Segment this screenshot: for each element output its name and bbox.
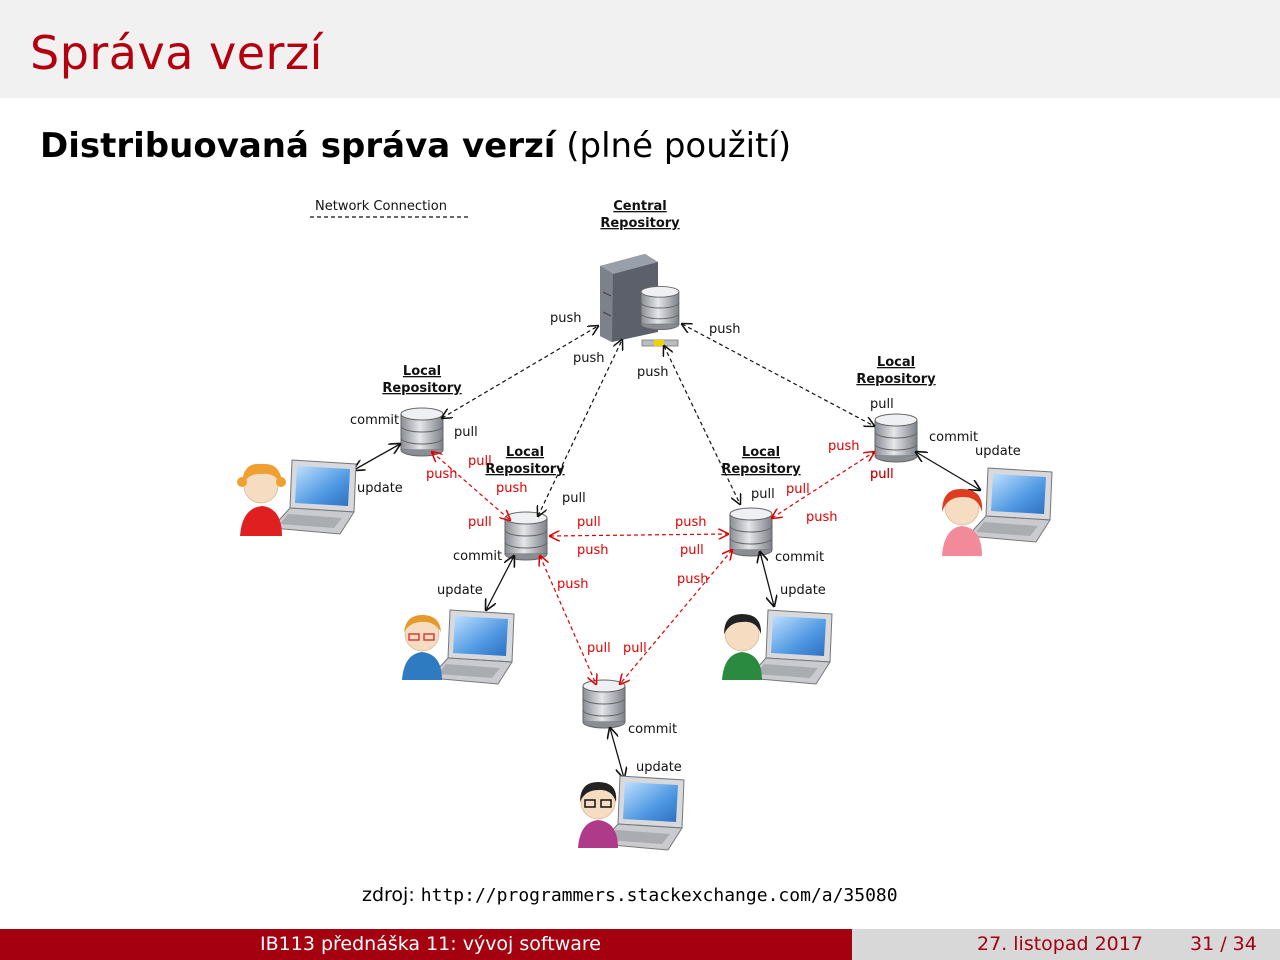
label-pull-r1: pull: [454, 425, 478, 440]
label-push-red-1: push: [426, 467, 458, 482]
label-pull-r4b: pull: [870, 467, 894, 482]
label-pull-red-5: pull: [587, 641, 611, 656]
developer-4-person-icon: [942, 488, 983, 556]
label-update-4: update: [975, 444, 1021, 459]
label-update-1: update: [357, 481, 403, 496]
label-pull-red-8: pull: [870, 467, 894, 482]
label-push-red-8: push: [828, 439, 860, 454]
slide-subtitle: Distribuovaná správa verzí (plné použití…: [40, 126, 791, 166]
repo2-label-1: Local: [506, 445, 544, 460]
label-push-red-3: push: [577, 543, 609, 558]
label-commit-3: commit: [775, 550, 824, 565]
label-pull-red-2: pull: [468, 515, 492, 530]
label-update-2: update: [437, 583, 483, 598]
label-pull-red-4: pull: [680, 543, 704, 558]
source-prefix: zdroj:: [362, 884, 421, 906]
developer-2-laptop-icon: [429, 609, 515, 685]
label-commit-5: commit: [628, 722, 677, 737]
repo4-label-1: Local: [877, 355, 915, 370]
repo3-label-1: Local: [742, 445, 780, 460]
label-pull-red-7: pull: [786, 482, 810, 497]
footer-date: 27. listopad 2017: [977, 933, 1143, 955]
label-push-red-7: push: [806, 510, 838, 525]
label-pull-red-1: pull: [468, 454, 492, 469]
label-push-c1: push: [550, 311, 582, 326]
label-pull-r4a: pull: [870, 397, 894, 412]
label-push-c2: push: [573, 351, 605, 366]
subtitle-rest: (plné použití): [555, 126, 792, 166]
label-push-red-4: push: [675, 515, 707, 530]
label-update-5: update: [636, 760, 682, 775]
footer-left-bar: [0, 929, 852, 960]
dvcs-diagram: Network Connection Central Repository Lo…: [237, 199, 1053, 851]
local-repo-2-db-icon: [504, 511, 548, 561]
repo4-label-2: Repository: [856, 372, 936, 387]
label-commit-4: commit: [929, 430, 978, 445]
network-connections: [442, 324, 874, 516]
central-repo-label-1: Central: [613, 199, 666, 214]
legend-label: Network Connection: [315, 199, 447, 214]
label-pull-red-3: pull: [577, 515, 601, 530]
central-server-icon: [600, 254, 680, 347]
slide-footer: IB113 přednáška 11: vývoj software 27. l…: [0, 929, 1280, 960]
label-update-3: update: [780, 583, 826, 598]
label-commit-1: commit: [350, 413, 399, 428]
local-repo-4-db-icon: [874, 413, 918, 463]
label-push-red-5: push: [557, 577, 589, 592]
repo3-label-2: Repository: [721, 462, 801, 477]
source-citation: zdroj: http://programmers.stackexchange.…: [362, 884, 898, 906]
footer-right-bar: [852, 929, 1280, 960]
commit-update-links: [354, 444, 980, 778]
source-url[interactable]: http://programmers.stackexchange.com/a/3…: [420, 885, 898, 906]
slide-header: Správa verzí: [0, 0, 1280, 98]
repo2-label-2: Repository: [485, 462, 565, 477]
developer-5-person-icon: [578, 782, 618, 848]
developer-1-person-icon: [237, 463, 286, 536]
label-push-c4: push: [709, 322, 741, 337]
local-repo-3-db-icon: [729, 507, 773, 557]
label-pull-r3: pull: [751, 487, 775, 502]
local-repo-5-db-icon: [582, 679, 626, 729]
slide-title: Správa verzí: [30, 26, 323, 80]
repo1-label-2: Repository: [382, 381, 462, 396]
central-repo-label-2: Repository: [600, 216, 680, 231]
subtitle-bold: Distribuovaná správa verzí: [40, 126, 556, 166]
label-push-red-2: push: [496, 481, 528, 496]
label-commit-2: commit: [453, 549, 502, 564]
local-repo-1-db-icon: [400, 407, 444, 457]
developer-1-laptop-icon: [271, 459, 357, 535]
repo1-label-1: Local: [403, 364, 441, 379]
p2p-connections: [432, 452, 874, 684]
developer-2-person-icon: [402, 614, 442, 680]
footer-course-title: IB113 přednáška 11: vývoj software: [260, 933, 601, 955]
developer-3-person-icon: [722, 614, 762, 680]
label-push-c3: push: [637, 365, 669, 380]
label-push-red-6: push: [677, 572, 709, 587]
label-pull-red-6: pull: [623, 641, 647, 656]
footer-page-number: 31 / 34: [1190, 933, 1257, 955]
label-pull-r2: pull: [562, 491, 586, 506]
